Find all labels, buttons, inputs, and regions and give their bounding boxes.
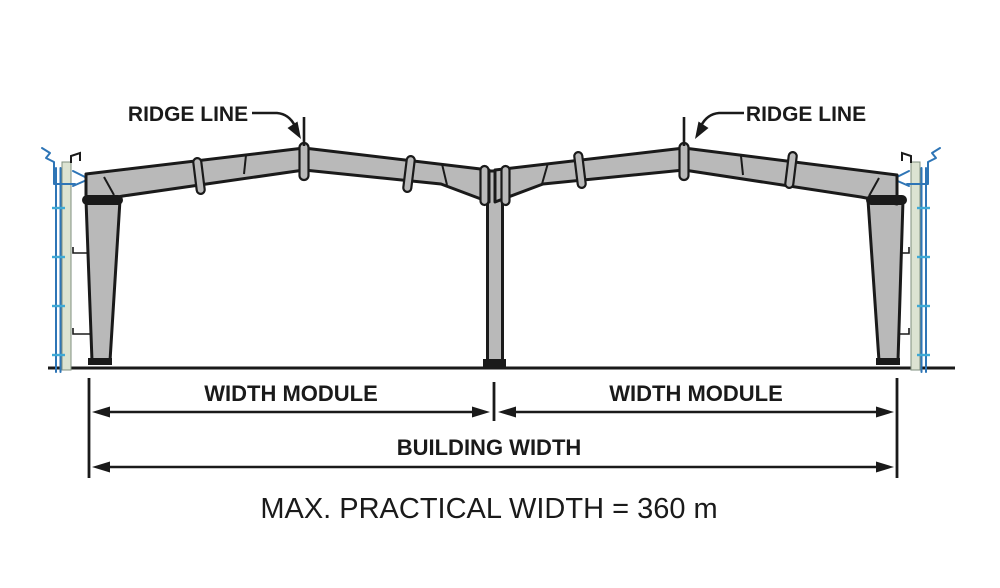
arrowhead-icon [92, 461, 110, 473]
ridge-line-label-right: RIDGE LINE [746, 103, 866, 126]
right-wall-girt-ticks [917, 206, 930, 357]
left-girt-clip-upper [72, 247, 90, 254]
building-width-label: BUILDING WIDTH [397, 435, 582, 460]
center-rafter-end-plate-left [479, 164, 490, 207]
right-ridge-leader-arrowhead-icon [695, 121, 709, 139]
left-ridge-splice-plate [298, 141, 310, 182]
left-rafter-splice-plate-1 [192, 157, 206, 195]
right-column-web [866, 198, 905, 363]
left-ridge-callout: RIDGE LINE [128, 103, 301, 139]
left-knee-haunch-cut [103, 176, 115, 196]
left-rafter-splice-plate-2 [402, 155, 416, 193]
right-sidewall-assembly [892, 147, 941, 373]
right-knee-cap [866, 195, 907, 205]
left-ridge-leader-arrowhead-icon [287, 121, 301, 139]
right-column-base-plate [876, 358, 900, 365]
dimension-extension-lines [87, 378, 899, 478]
right-wall-panel [910, 161, 921, 371]
width-module-label-right: WIDTH MODULE [609, 381, 783, 406]
width-module-dimension-right: WIDTH MODULE [498, 381, 894, 418]
building-width-dimension: BUILDING WIDTH [92, 435, 894, 473]
left-girt-clip-lower [72, 328, 90, 335]
left-wall-panel [61, 161, 72, 371]
arrowhead-icon [92, 406, 110, 418]
left-column-web [84, 198, 122, 363]
center-column-base-plate [483, 359, 506, 367]
right-rafter-splice-plate-2 [784, 151, 798, 189]
right-rafter-segment-joint [740, 155, 744, 176]
right-span-rafter [493, 141, 899, 206]
arrowhead-icon [472, 406, 490, 418]
right-interior-haunch-cut [541, 162, 549, 185]
arrowhead-icon [498, 406, 516, 418]
right-knee-haunch-cut [868, 177, 880, 197]
width-module-label-left: WIDTH MODULE [204, 381, 378, 406]
left-span-rafter [84, 141, 491, 205]
left-rafter-segment-joint [243, 154, 247, 175]
left-eave-flashing [70, 151, 81, 163]
left-column [84, 198, 122, 365]
width-module-dimension-left: WIDTH MODULE [92, 381, 490, 418]
right-column [866, 198, 905, 365]
right-gutter-icon [906, 147, 941, 185]
left-sidewall-assembly [41, 147, 90, 373]
left-wall-girt-ticks [52, 206, 65, 357]
right-ridge-leader-line [699, 111, 744, 127]
left-interior-haunch-cut [441, 163, 448, 186]
max-practical-width-label: MAX. PRACTICAL WIDTH = 360 m [260, 493, 717, 525]
center-rafter-end-plate-right [500, 164, 511, 207]
arrowhead-icon [876, 461, 894, 473]
ridge-line-label-left: RIDGE LINE [128, 103, 248, 126]
left-gutter-icon [41, 147, 76, 185]
left-ridge-leader-line [252, 111, 297, 127]
right-ridge-callout: RIDGE LINE [695, 103, 866, 139]
right-rafter-body [493, 146, 899, 206]
right-rafter-splice-plate-1 [573, 151, 587, 189]
right-eave-flashing [901, 151, 912, 163]
arrowhead-icon [876, 406, 894, 418]
left-column-base-plate [88, 358, 112, 365]
left-rafter-body [84, 146, 491, 205]
right-ridge-splice-plate [678, 141, 690, 182]
left-knee-cap [82, 195, 123, 205]
